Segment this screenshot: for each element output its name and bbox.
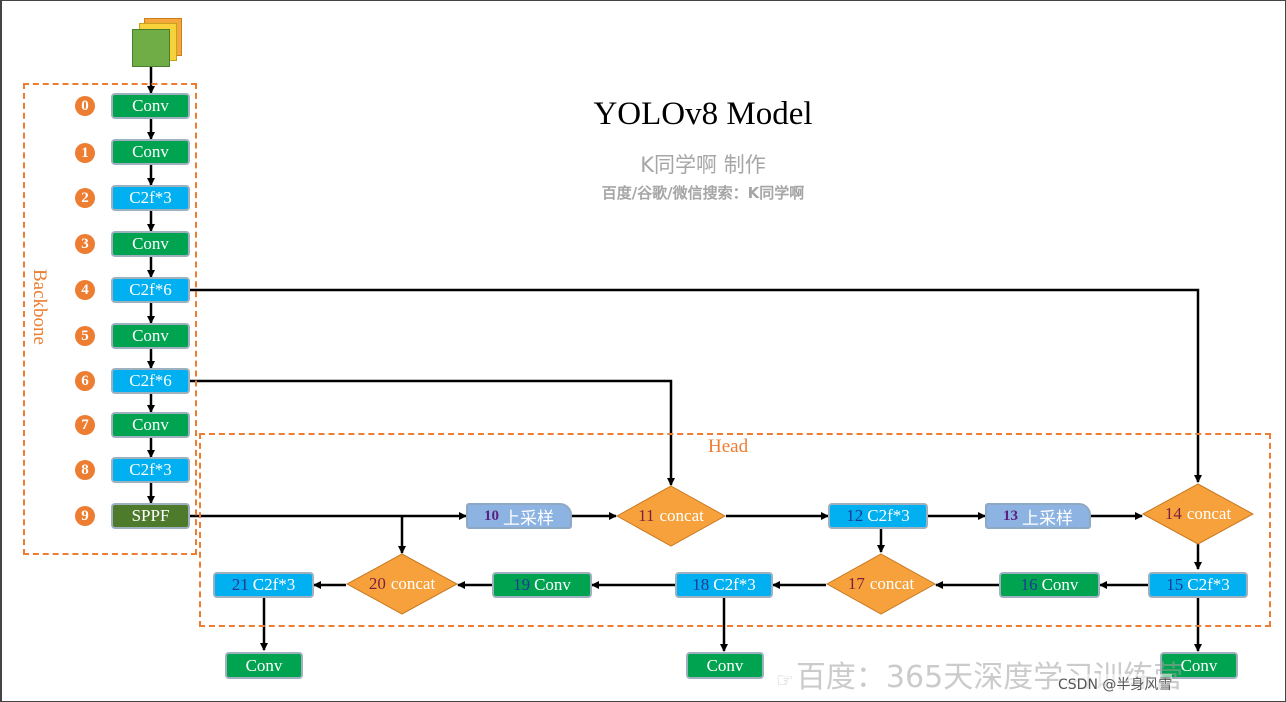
node-label: Conv <box>1041 575 1079 594</box>
node-label: C2f*3 <box>1187 575 1230 594</box>
edge-4-14 <box>190 288 1202 483</box>
head-node-13-upsample: 13 上采样 <box>985 503 1091 529</box>
hand-pointer-icon: ☞ <box>776 668 794 692</box>
head-label: Head <box>708 436 749 457</box>
backbone-layer-9-sppf: SPPF <box>111 503 190 529</box>
backbone-label: Backbone <box>29 269 50 345</box>
node-index: 11 <box>638 506 655 525</box>
backbone-layer-0-conv: Conv <box>111 93 190 119</box>
node-index: 13 <box>1003 507 1018 524</box>
layer-index-badge: 0 <box>75 96 95 116</box>
node-index: 20 <box>368 574 386 593</box>
layer-index-badge: 6 <box>75 371 95 391</box>
layer-index-badge: 9 <box>75 506 95 526</box>
node-index: 12 <box>846 506 864 525</box>
node-index: 16 <box>1020 575 1038 594</box>
backbone-layer-3-conv: Conv <box>111 231 190 257</box>
head-node-10-upsample: 10 上采样 <box>466 503 572 529</box>
output-conv-large: Conv <box>1160 652 1238 679</box>
diagram-title: YOLOv8 Model <box>593 96 813 132</box>
layer-index-badge: 2 <box>75 188 95 208</box>
backbone-layer-1-conv: Conv <box>111 139 190 165</box>
output-conv-medium: Conv <box>686 652 764 679</box>
node-label: 上采样 <box>1022 508 1073 528</box>
backbone-layer-7-conv: Conv <box>111 412 190 438</box>
node-label: concat <box>869 574 915 593</box>
backbone-layer-6-c2f: C2f*6 <box>111 368 190 394</box>
node-label: C2f*3 <box>252 575 296 594</box>
node-index: 17 <box>847 574 865 593</box>
diamond-shape <box>346 553 458 615</box>
backbone-layer-5-conv: Conv <box>111 323 190 349</box>
node-label: concat <box>659 506 704 525</box>
layer-index-badge: 1 <box>75 143 95 163</box>
search-hint: 百度/谷歌/微信搜索：K同学啊 <box>601 184 805 202</box>
layer-index-badge: 5 <box>75 326 95 346</box>
node-index: 10 <box>484 507 499 524</box>
node-index: 18 <box>692 575 710 594</box>
layer-index-badge: 3 <box>75 234 95 254</box>
node-label: concat <box>390 574 436 593</box>
node-label: Conv <box>534 575 571 594</box>
author-credit: K同学啊 制作 <box>640 153 766 177</box>
backbone-layer-8-c2f: C2f*3 <box>111 457 190 483</box>
layer-index-badge: 8 <box>75 460 95 480</box>
diamond-shape <box>826 553 936 615</box>
node-label: C2f*3 <box>867 506 910 525</box>
diamond-shape <box>616 485 726 547</box>
layer-index-badge: 4 <box>75 280 95 300</box>
input-image-icon <box>132 18 184 70</box>
csdn-credit: CSDN @半身风雪 <box>1058 674 1173 694</box>
node-index: 15 <box>1166 575 1184 594</box>
node-index: 19 <box>513 575 531 594</box>
node-label: 上采样 <box>503 508 554 528</box>
edge-6-11 <box>190 379 675 486</box>
backbone-layer-4-c2f: C2f*6 <box>111 277 190 303</box>
backbone-region <box>23 83 197 555</box>
diamond-shape <box>1142 483 1254 545</box>
backbone-layer-2-c2f: C2f*3 <box>111 185 190 211</box>
node-index: 14 <box>1164 504 1182 523</box>
output-conv-small: Conv <box>225 652 303 679</box>
node-index: 21 <box>231 575 249 594</box>
head-region <box>199 433 1271 627</box>
layer-index-badge: 7 <box>75 415 95 435</box>
node-label: C2f*3 <box>713 575 756 594</box>
node-label: concat <box>1186 504 1232 523</box>
